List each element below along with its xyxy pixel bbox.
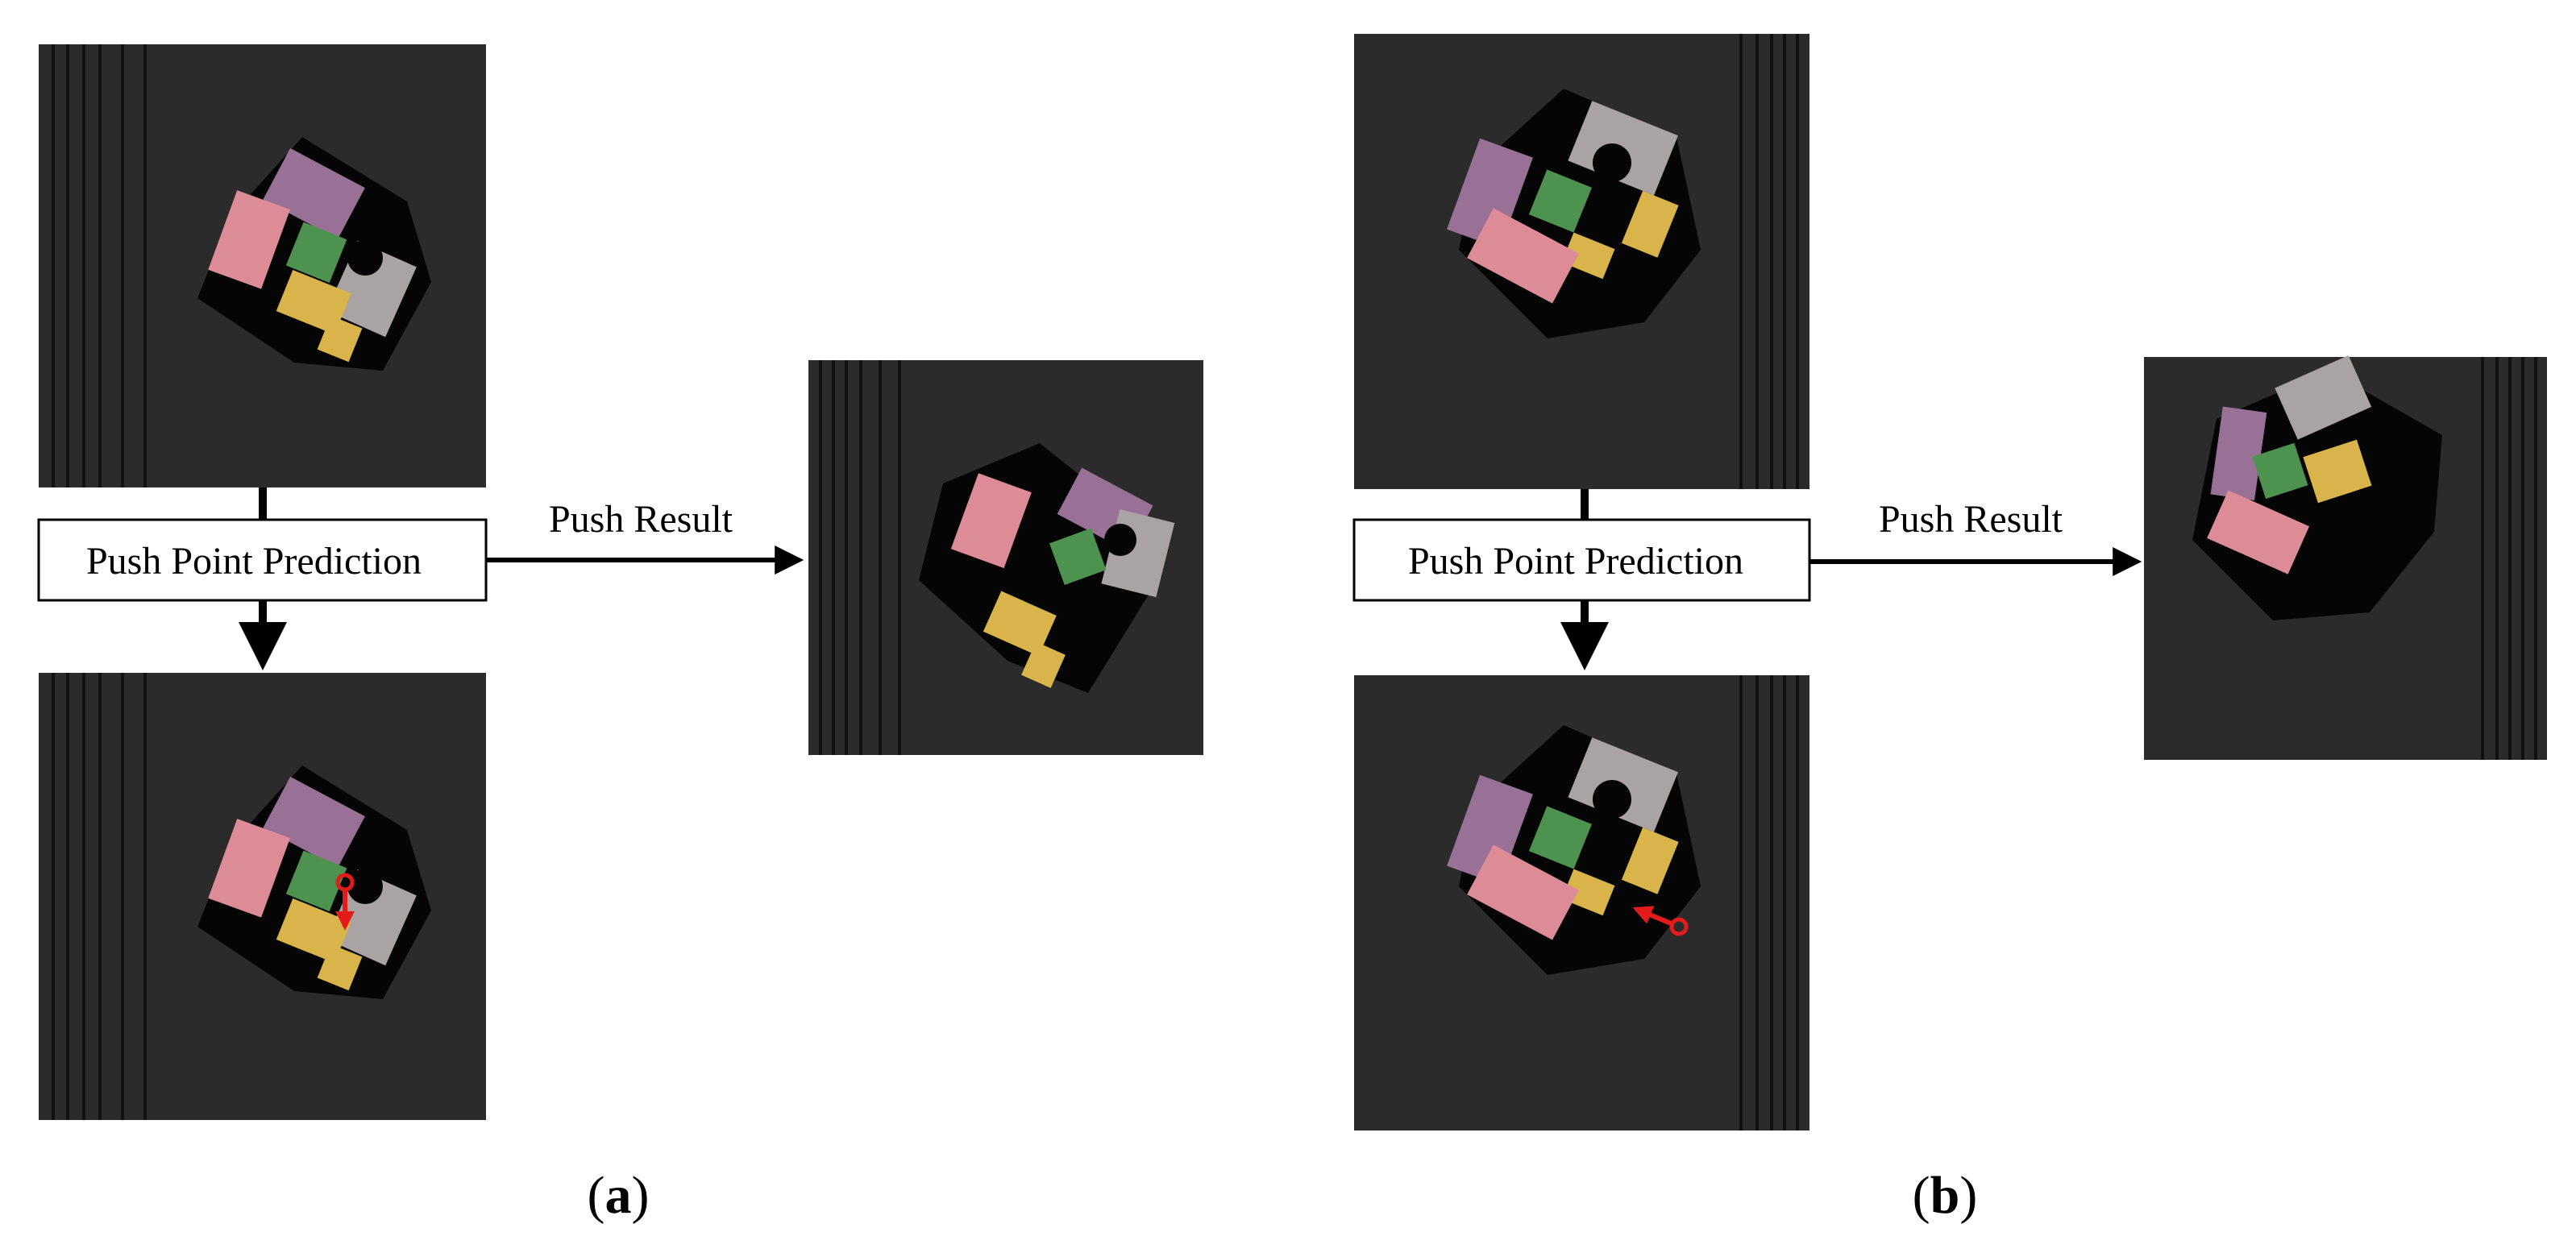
scene-b-input: [1354, 34, 1809, 489]
push-marker-icon: [335, 873, 355, 931]
push-point-prediction-label-a: Push Point Prediction: [86, 540, 422, 583]
scene-a-result: [808, 360, 1203, 755]
panel-a: Push Point Prediction Push Result: [37, 44, 1203, 1225]
push-marker-icon: [1632, 906, 1689, 936]
push-result-label-a: Push Result: [549, 498, 733, 541]
caption-a: (a): [588, 1166, 650, 1225]
scene-b-result: [2144, 355, 2547, 760]
push-point-prediction-label-b: Push Point Prediction: [1408, 540, 1743, 583]
panel-b: Push Point Prediction Push Result: [1352, 34, 2547, 1225]
push-point-prediction-box-a: Push Point Prediction: [37, 518, 488, 602]
caption-b: (b): [1913, 1166, 1978, 1225]
push-result-label-b: Push Result: [1879, 498, 2063, 541]
scene-a-prediction: [39, 673, 486, 1120]
push-point-prediction-box-b: Push Point Prediction: [1352, 518, 1811, 602]
scene-a-input: [39, 44, 486, 487]
scene-b-prediction: [1354, 675, 1809, 1130]
